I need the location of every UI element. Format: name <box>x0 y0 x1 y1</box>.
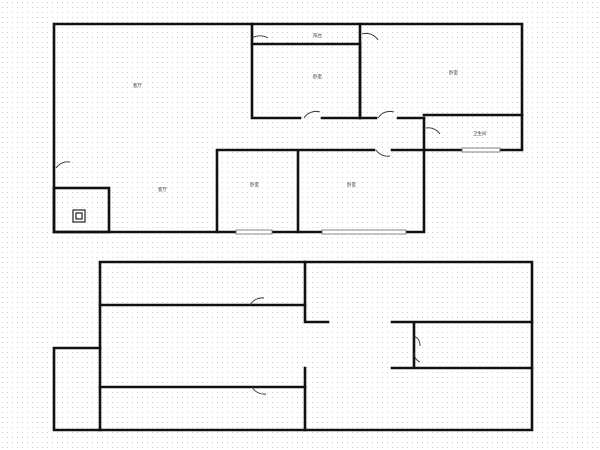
door-lower-top <box>249 297 265 306</box>
door-lower-right-2 <box>413 351 421 363</box>
room-label-bedroom-center: 卧室 <box>313 73 322 80</box>
upper-floor-plan: 客厅 阳台 卧室 卧室 卫生间 客厅 卧室 卧室 <box>52 22 524 235</box>
room-label-bathroom: 卫生间 <box>473 130 487 137</box>
center-bedroom-wall <box>250 42 362 120</box>
lower-floor-plan <box>52 260 534 432</box>
room-label-bedroom-lower-right: 卧室 <box>347 181 356 188</box>
lower-bedrooms-wall <box>215 148 426 234</box>
lower-annex-wall <box>52 346 102 432</box>
room-label-bedroom-lower-left: 卧室 <box>250 181 259 188</box>
stair-icon <box>72 209 86 223</box>
door-lower-bottom <box>251 386 267 395</box>
lower-center-wall <box>303 260 330 432</box>
door-bathroom <box>425 127 441 135</box>
door-entry <box>55 161 71 169</box>
room-label-living-top: 客厅 <box>133 82 142 89</box>
room-label-balcony: 阳台 <box>313 32 322 39</box>
stair-box <box>52 186 111 234</box>
lower-left-rooms-wall <box>98 303 307 389</box>
room-label-living-bottom: 客厅 <box>158 186 167 193</box>
upper-outer-wall <box>52 22 524 234</box>
lower-outer-wall <box>98 260 534 432</box>
window-lower-right <box>321 229 407 235</box>
room-label-bedroom-right: 卧室 <box>449 69 458 76</box>
lower-right-rooms-wall <box>390 320 534 370</box>
door-balcony-right <box>361 32 379 41</box>
door-balcony-left <box>251 35 269 39</box>
bathroom-wall <box>422 113 524 152</box>
balcony-wall <box>250 22 362 46</box>
window-lower-left <box>235 229 273 235</box>
window-bathroom <box>461 147 501 153</box>
door-lower-bedroom <box>375 149 391 157</box>
door-center-bedroom <box>303 110 321 119</box>
door-corridor <box>377 110 395 119</box>
door-lower-right <box>413 335 421 347</box>
